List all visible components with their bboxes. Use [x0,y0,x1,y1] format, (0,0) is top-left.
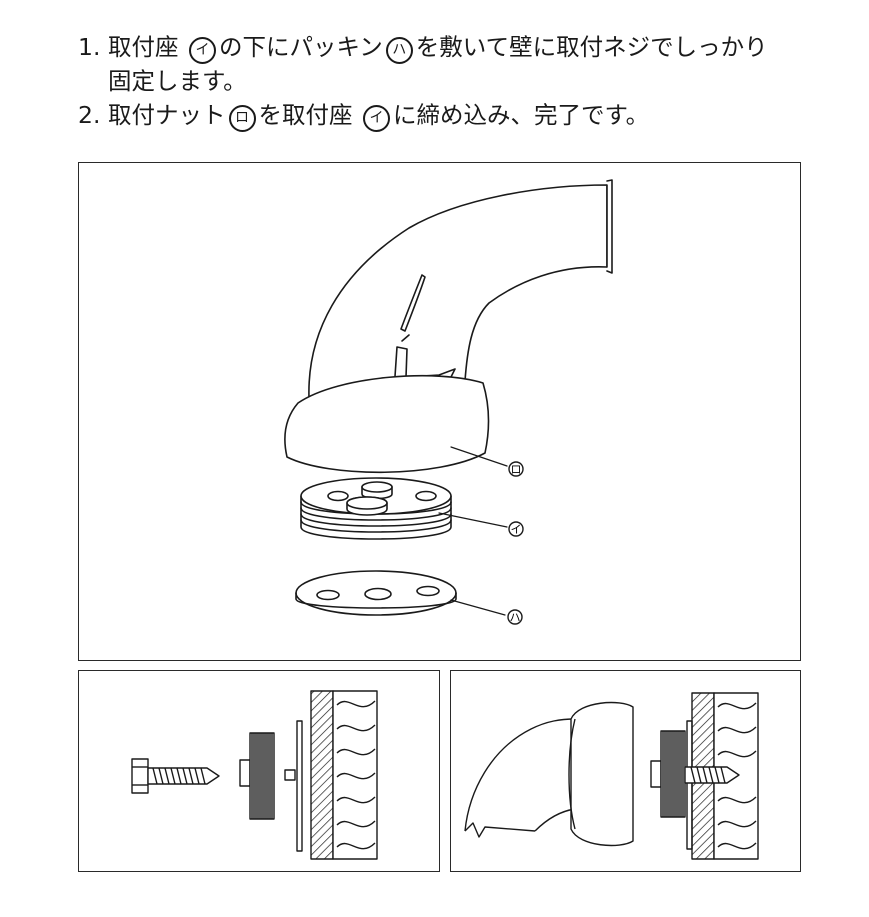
circled-mark-i: イ [362,105,390,132]
circled-mark-ro: ロ [228,105,256,132]
step-number: 2. [78,101,101,129]
step-text: を敷いて壁に取付ネジでしっかり [415,33,768,61]
nut-ro-illustration [284,374,490,474]
instructions: 1.取付座 イの下にパッキンハを敷いて壁に取付ネジでしっかり 固定します。 2.… [78,30,838,132]
instruction-step-1: 1.取付座 イの下にパッキンハを敷いて壁に取付ネジでしっかり 固定します。 [78,30,838,98]
installed-screw-illustration [684,766,740,784]
spout-illustration [308,179,613,399]
callout-ha: ハ [510,611,521,624]
mounting-base-installed-illustration [650,730,686,818]
step-text: を取付座 [258,101,353,129]
spout-side-illustration [464,701,634,847]
step-number: 1. [78,33,101,61]
screw-illustration [131,758,220,794]
screw-mounting-illustration [131,690,378,860]
callout-i: イ [511,523,522,536]
mounting-base-side-illustration [239,732,275,820]
exploded-view-panel: ロ イ ハ [78,162,801,661]
circled-mark-i: イ [188,37,216,64]
instruction-step-2: 2.取付ナットロを取付座 イに締め込み、完了です。 [78,98,838,132]
step-text: 取付ナット [108,101,226,129]
mounting-base-i-illustration [300,477,452,540]
step-text-continued: 固定します。 [108,67,247,95]
screw-mounting-detail-panel [78,670,440,872]
step-text: の下にパッキン [218,33,383,61]
callout-ro: ロ [511,463,522,476]
installed-assembly-illustration [464,692,759,860]
step-text: に締め込み、完了です。 [392,101,650,129]
wall-illustration [310,690,334,860]
gasket-ha-illustration [295,570,457,616]
circled-mark-ha: ハ [385,37,413,64]
step-text: 取付座 [108,33,179,61]
exploded-view-illustration: ロ イ ハ [284,179,613,625]
installed-assembly-detail-panel [450,670,801,872]
